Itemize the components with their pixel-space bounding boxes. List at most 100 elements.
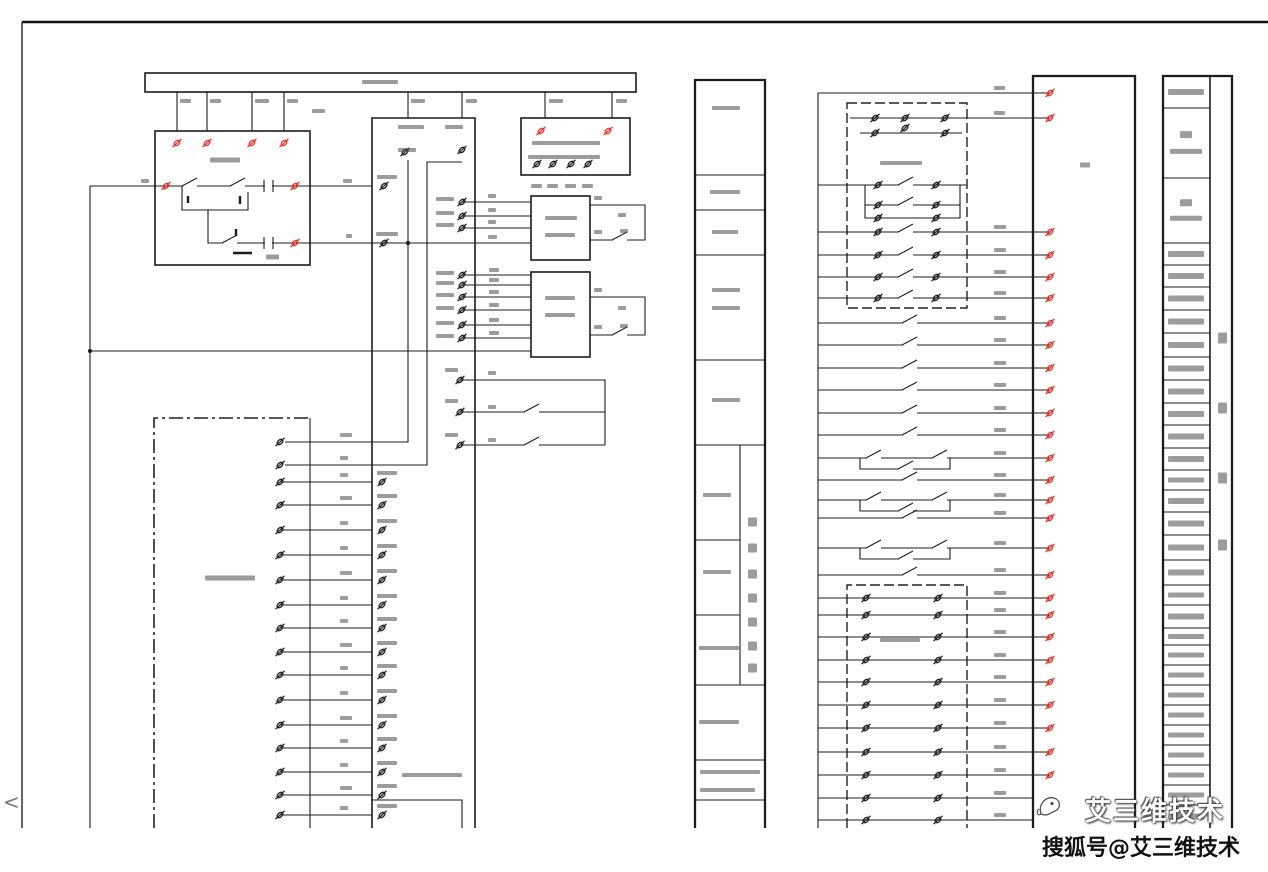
- terminal-icon: [377, 670, 387, 680]
- illegible-label-mark: [398, 125, 424, 129]
- watermark-logo-eye: [1050, 801, 1054, 806]
- illegible-label-mark: [1168, 388, 1204, 395]
- illegible-label-mark: [436, 223, 454, 227]
- switch-contact-icon: [611, 326, 628, 336]
- terminal-icon: [457, 211, 467, 221]
- static-structure: [21, 20, 1268, 828]
- legend-table-right: [1161, 74, 1234, 828]
- terminal-icon: [900, 123, 910, 133]
- switch-contact-icon: [901, 381, 918, 391]
- illegible-label-mark: [362, 80, 398, 84]
- illegible-label-mark: [994, 721, 1006, 725]
- terminal-slash: [377, 575, 387, 585]
- illegible-label-mark: [377, 617, 397, 621]
- terminal-slash: [275, 575, 285, 585]
- switch-contact-icon: [897, 268, 914, 278]
- terminal-slash: [457, 320, 467, 330]
- terminal-slash: [1045, 293, 1055, 303]
- terminal-icon: [377, 550, 387, 560]
- terminal-icon: [566, 159, 576, 169]
- prev-image-button[interactable]: <: [3, 790, 20, 814]
- terminal-slash: [1045, 250, 1055, 260]
- illegible-label-mark: [994, 768, 1006, 772]
- red-terminal-icon: [290, 181, 300, 191]
- terminal-slash: [377, 477, 387, 487]
- terminal-icon: [931, 272, 941, 282]
- illegible-label-mark: [1168, 520, 1204, 527]
- switch-contact-icon: [897, 176, 914, 186]
- terminal-slash: [1045, 655, 1055, 665]
- illegible-label-mark: [287, 99, 298, 103]
- terminal-icon: [275, 670, 285, 680]
- terminal-slash: [861, 632, 871, 642]
- switch-contact-icon: [901, 359, 918, 369]
- red-terminal-icon: [1045, 113, 1055, 123]
- illegible-label-mark: [1168, 342, 1204, 348]
- switch-contact-icon: [901, 426, 918, 436]
- terminal-slash: [933, 793, 943, 803]
- terminal-slash: [290, 238, 300, 248]
- illegible-label-mark: [994, 473, 1006, 477]
- terminal-slash: [931, 227, 941, 237]
- illegible-label-mark: [994, 541, 1006, 545]
- terminal-slash: [1045, 632, 1055, 642]
- red-terminal-icon: [1045, 227, 1055, 237]
- switch-contact-icon: [221, 234, 238, 244]
- illegible-label-mark: [994, 406, 1006, 410]
- terminal-slash: [275, 647, 285, 657]
- illegible-label-mark: [340, 571, 352, 575]
- illegible-label-mark: [489, 290, 499, 294]
- terminal-slash: [275, 623, 285, 633]
- illegible-label-mark: [748, 569, 757, 579]
- terminal-slash: [1045, 340, 1055, 350]
- terminal-icon: [873, 200, 883, 210]
- illegible-label-mark: [340, 496, 352, 500]
- terminal-icon: [377, 477, 387, 487]
- illegible-label-mark: [255, 99, 269, 103]
- terminal-icon: [933, 593, 943, 603]
- illegible-label-mark: [1168, 613, 1204, 620]
- red-terminal-icon: [1045, 677, 1055, 687]
- terminal-slash: [275, 695, 285, 705]
- terminal-icon: [377, 743, 387, 753]
- terminal-slash: [1045, 318, 1055, 328]
- illegible-label-mark: [377, 519, 397, 523]
- terminal-slash: [1045, 408, 1055, 418]
- terminal-slash: [377, 550, 387, 560]
- switch-contact-icon: [523, 436, 540, 446]
- switch-contact-icon: [901, 471, 918, 481]
- illegible-label-mark: [748, 543, 757, 553]
- illegible-label-mark: [549, 99, 563, 103]
- illegible-label-mark: [1168, 813, 1204, 820]
- terminal-icon: [377, 810, 387, 820]
- illegible-label-mark: [340, 786, 352, 790]
- illegible-label-mark: [377, 641, 397, 645]
- terminal-slash: [275, 437, 285, 447]
- terminal-slash: [861, 747, 871, 757]
- terminal-slash: [931, 200, 941, 210]
- illegible-label-mark: [1168, 692, 1204, 698]
- terminal-icon: [379, 238, 389, 248]
- red-terminal-icon: [1045, 723, 1055, 733]
- terminal-icon: [275, 767, 285, 777]
- red-terminal-icon: [1045, 340, 1055, 350]
- illegible-label-mark: [699, 720, 739, 724]
- aux-wire: [460, 379, 606, 445]
- illegible-label-mark: [488, 438, 496, 442]
- illegible-label-mark: [377, 175, 397, 179]
- terminal-slash: [1045, 113, 1055, 123]
- illegible-label-mark: [377, 544, 397, 548]
- red-terminal-icon: [172, 138, 182, 148]
- terminal-slash: [1045, 227, 1055, 237]
- terminal-slash: [861, 655, 871, 665]
- illegible-label-mark: [1180, 199, 1192, 207]
- legend-table-middle: [693, 78, 767, 828]
- terminal-slash: [603, 126, 613, 136]
- illegible-label-mark: [489, 268, 499, 272]
- terminal-slash: [377, 743, 387, 753]
- red-terminal-icon: [1045, 250, 1055, 260]
- terminal-strip-column: [371, 117, 476, 828]
- illegible-label-mark: [994, 316, 1006, 320]
- dashed-relay-box-2: [846, 584, 968, 828]
- illegible-label-mark: [340, 619, 348, 623]
